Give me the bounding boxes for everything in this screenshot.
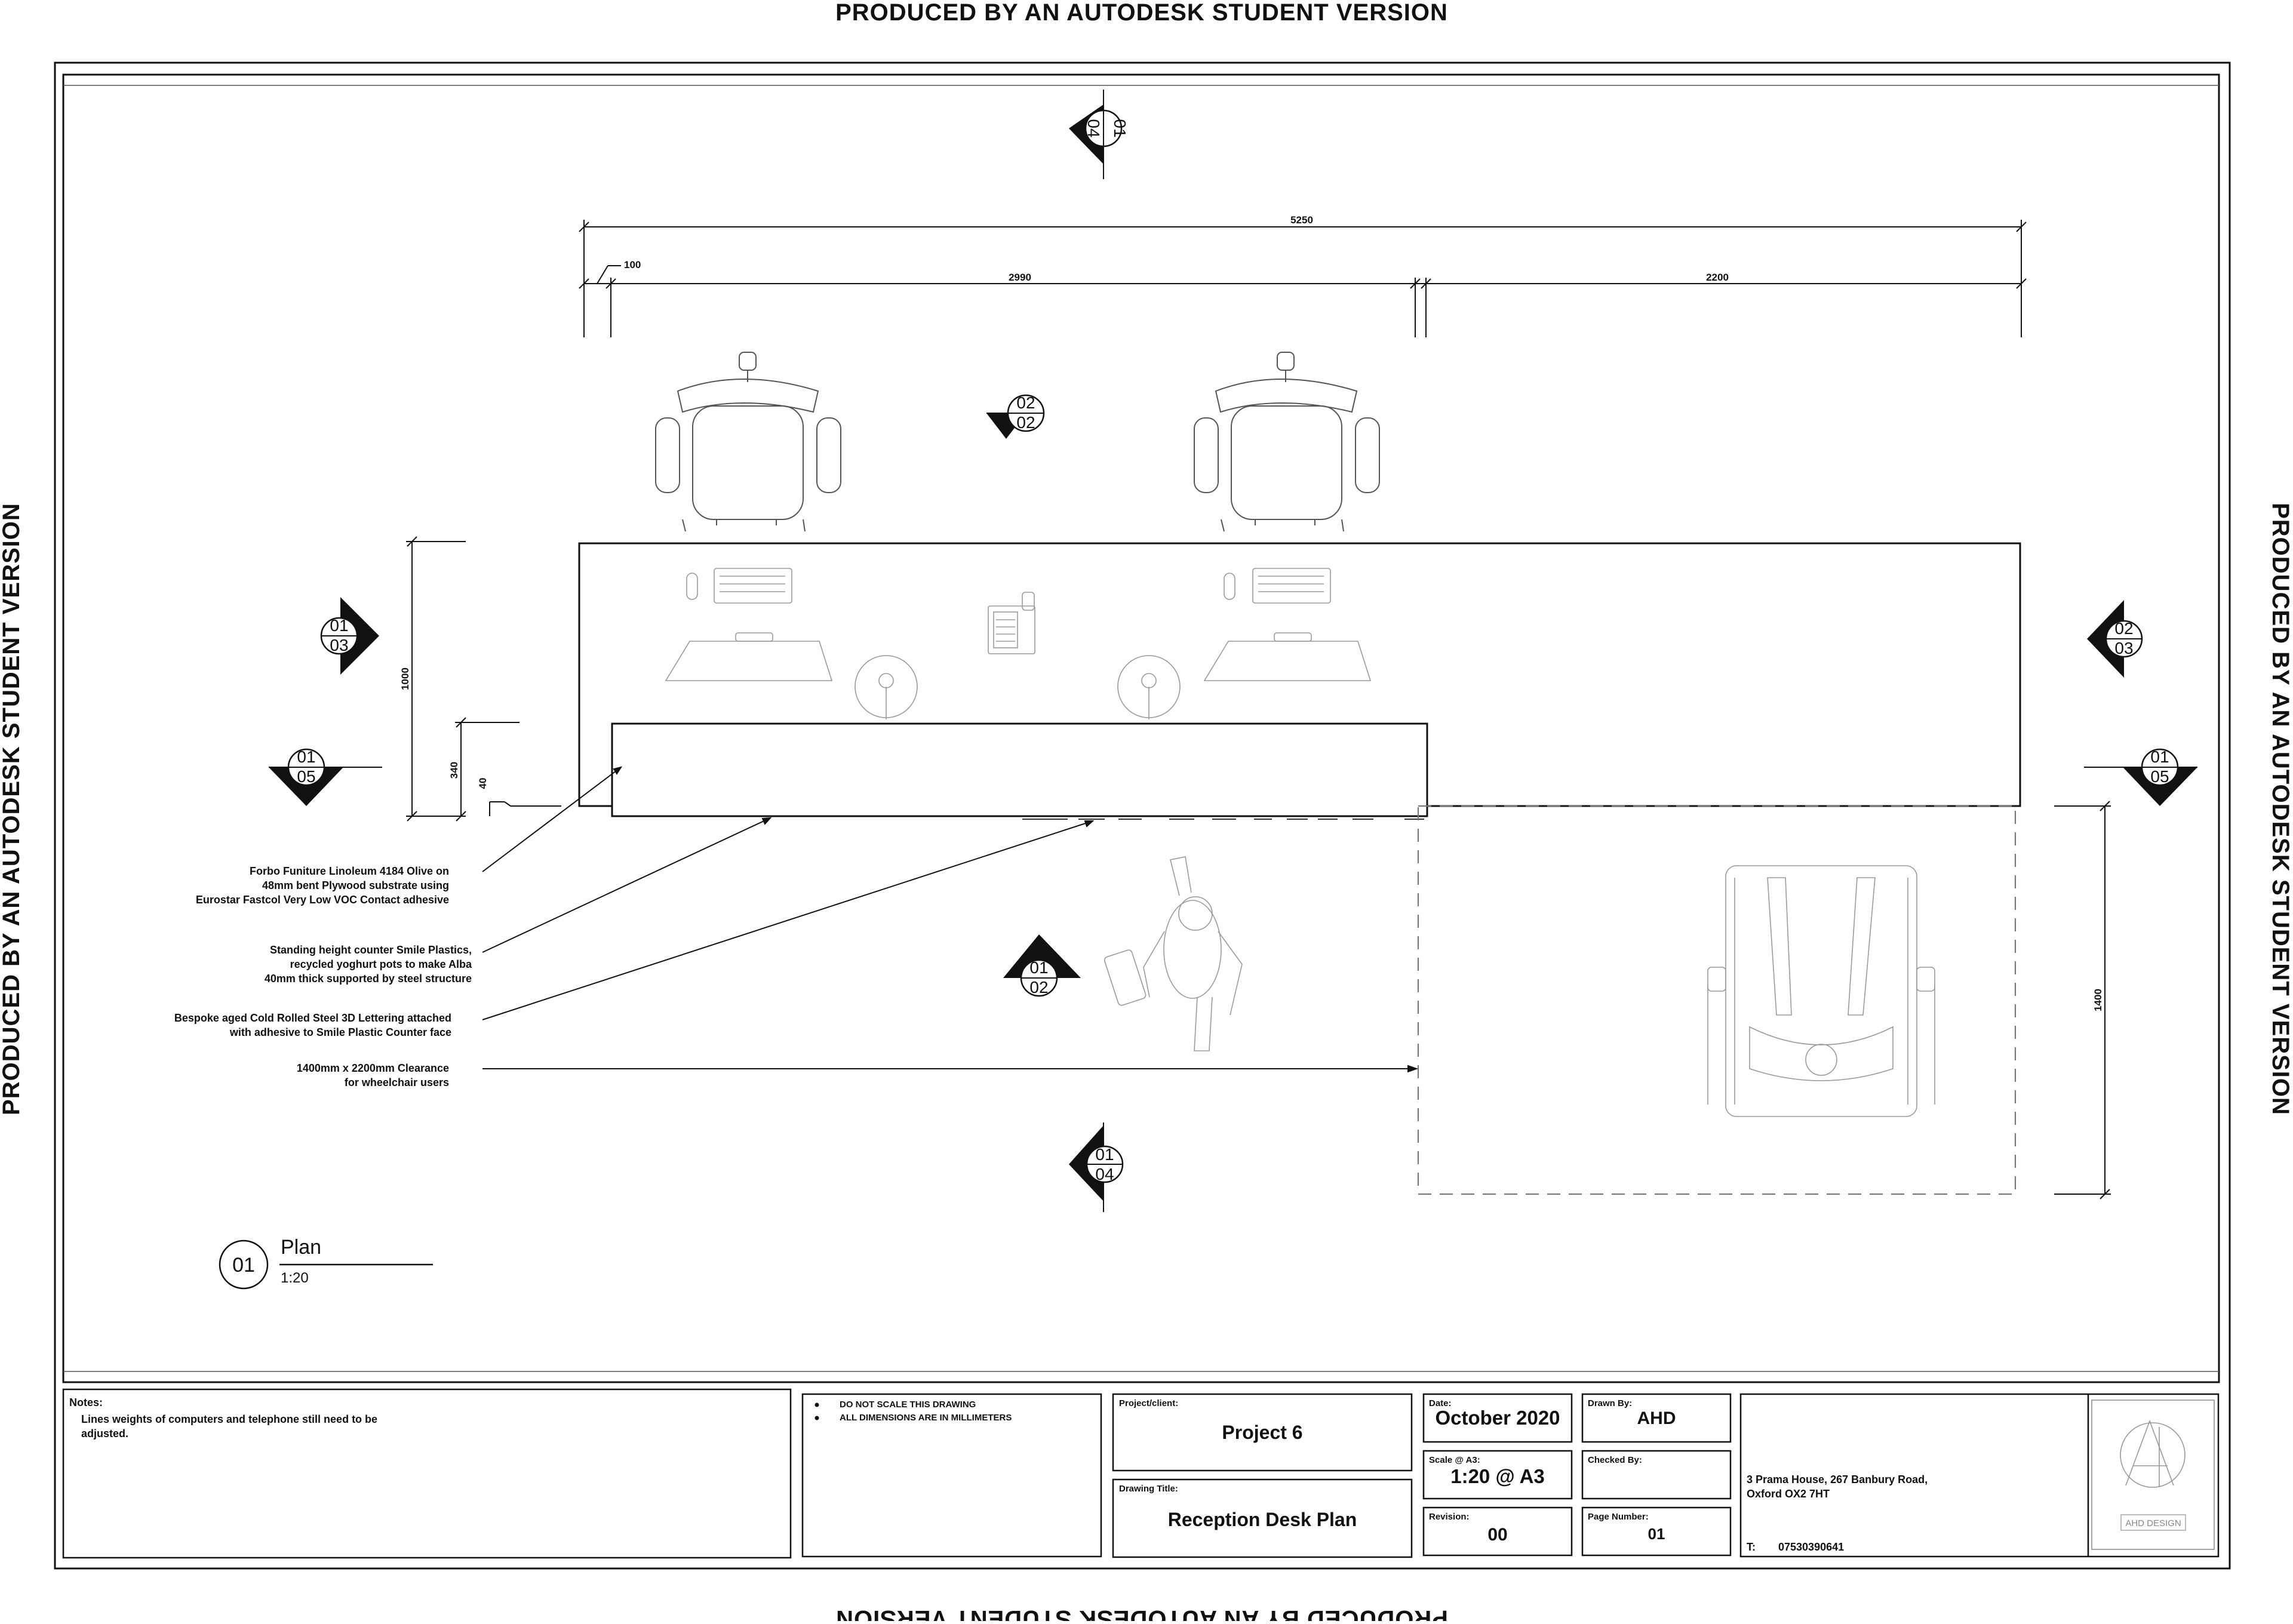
svg-text:01: 01: [330, 616, 348, 635]
svg-text:01: 01: [1029, 958, 1048, 977]
svg-text:1:20: 1:20: [281, 1270, 309, 1286]
drawing-title-value: Reception Desk Plan: [1168, 1509, 1357, 1530]
svg-text:48mm bent Plywood substrate us: 48mm bent Plywood substrate using: [262, 879, 449, 891]
address-line-1: 3 Prama House, 267 Banbury Road,: [1747, 1474, 1928, 1485]
office-chair-left: [655, 352, 841, 532]
section-marker-top: 01 04: [1069, 90, 1129, 179]
section-marker-bottom: 01 04: [1069, 1122, 1124, 1212]
dim-clearance-depth: 1400: [2092, 989, 2104, 1011]
scale-value: 1:20 @ A3: [1450, 1465, 1545, 1487]
drawn-by-label: Drawn By:: [1588, 1398, 1632, 1408]
svg-text:02: 02: [1016, 393, 1035, 412]
dim-right-span: 2200: [1706, 272, 1729, 283]
wheelchair-user-figure: [1707, 865, 1935, 1117]
svg-text:40mm thick supported by steel: 40mm thick supported by steel structure: [265, 973, 472, 985]
office-chair-right: [1194, 352, 1380, 532]
dim-overall: 5250: [1290, 214, 1313, 226]
workstation-right: [1117, 568, 1372, 719]
svg-text:Eurostar Fastcol Very Low VOC: Eurostar Fastcol Very Low VOC Contact ad…: [196, 894, 449, 906]
svg-text:1400mm x 2200mm Clearance: 1400mm x 2200mm Clearance: [297, 1062, 449, 1074]
phone-value: 07530390641: [1778, 1541, 1844, 1553]
outer-border: [54, 61, 2231, 1570]
svg-text:recycled yoghurt pots to make: recycled yoghurt pots to make Alba: [290, 958, 472, 970]
annotation-wheelchair-clearance: 1400mm x 2200mm Clearance for wheelchair…: [297, 1062, 449, 1088]
notes-line-1: Lines weights of computers and telephone…: [81, 1413, 377, 1425]
project-value: Project 6: [1222, 1422, 1302, 1443]
page-number-label: Page Number:: [1588, 1512, 1649, 1522]
title-block: [62, 1388, 2220, 1559]
svg-text:05: 05: [297, 767, 315, 786]
svg-text:for wheelchair users: for wheelchair users: [345, 1076, 449, 1088]
standing-person-figure: [1104, 856, 1243, 1051]
inner-border: [62, 73, 2220, 1383]
notes-line-2: adjusted.: [81, 1428, 128, 1440]
watermark-left: PRODUCED BY AN AUTODESK STUDENT VERSION: [0, 503, 24, 1115]
section-marker-left-lower: 01 05: [269, 748, 382, 806]
svg-text:01: 01: [1095, 1145, 1114, 1164]
svg-text:05: 05: [2150, 767, 2169, 786]
wheelchair-clearance-zone: [1417, 805, 2017, 1195]
checked-by-label: Checked By:: [1588, 1455, 1642, 1465]
standing-counter: [611, 722, 1428, 817]
address-line-2: Oxford OX2 7HT: [1747, 1488, 1830, 1500]
svg-text:02: 02: [1016, 413, 1035, 432]
page-number-value: 01: [1648, 1525, 1665, 1543]
project-label: Project/client:: [1119, 1398, 1178, 1408]
logo-caption: AHD DESIGN: [2125, 1518, 2181, 1528]
svg-text:02: 02: [1029, 978, 1048, 996]
date-label: Date:: [1429, 1398, 1452, 1408]
date-value: October 2020: [1435, 1407, 1560, 1429]
bullet-dimensions: ALL DIMENSIONS ARE IN MILLIMETERS: [840, 1413, 1012, 1423]
dim-counter-overhang: 40: [477, 778, 488, 789]
view-title: 01 Plan 1:20: [219, 1236, 433, 1290]
phone-label: T:: [1747, 1541, 1756, 1553]
scale-label: Scale @ A3:: [1429, 1455, 1480, 1465]
annotation-steel-lettering: Bespoke aged Cold Rolled Steel 3D Letter…: [174, 1012, 451, 1038]
svg-text:01: 01: [1111, 119, 1129, 137]
revision-label: Revision:: [1429, 1512, 1470, 1522]
svg-text:Bespoke aged Cold Rolled Steel: Bespoke aged Cold Rolled Steel 3D Letter…: [174, 1012, 451, 1024]
bullet-no-scale: DO NOT SCALE THIS DRAWING: [840, 1400, 976, 1410]
telephone: [988, 592, 1035, 654]
svg-text:04: 04: [1084, 119, 1103, 137]
watermark-bottom: PRODUCED BY AN AUTODESK STUDENT VERSION: [835, 1605, 1448, 1621]
annotation-material-linoleum: Forbo Funiture Linoleum 4184 Olive on 48…: [196, 865, 449, 906]
drawn-by-value: AHD: [1637, 1408, 1676, 1428]
annotation-leaders: [482, 766, 1418, 1073]
revision-value: 00: [1487, 1525, 1507, 1545]
svg-text:01: 01: [297, 748, 315, 766]
section-marker-inner-top: 02 02: [986, 393, 1045, 439]
svg-text:03: 03: [2114, 639, 2133, 657]
dimension-lines: [406, 220, 2111, 1199]
section-marker-left-upper: 01 03: [320, 597, 379, 675]
ahd-logo-icon: [2120, 1419, 2186, 1531]
dim-offset: 100: [624, 259, 641, 270]
svg-text:Standing height counter Smile: Standing height counter Smile Plastics,: [270, 944, 472, 956]
annotation-counter-material: Standing height counter Smile Plastics, …: [265, 944, 472, 985]
drawing-title-label: Drawing Title:: [1119, 1484, 1178, 1494]
dim-counter-depth: 340: [448, 762, 460, 779]
dim-left-span: 2990: [1009, 272, 1031, 283]
svg-text:Plan: Plan: [281, 1236, 321, 1259]
watermark-top: PRODUCED BY AN AUTODESK STUDENT VERSION: [835, 0, 1448, 26]
svg-text:01: 01: [2150, 748, 2169, 766]
svg-text:01: 01: [232, 1254, 255, 1277]
notes-label: Notes:: [69, 1397, 103, 1408]
section-marker-right-upper: 02 03: [2087, 600, 2143, 678]
section-marker-right-lower: 01 05: [2084, 748, 2197, 806]
svg-text:03: 03: [330, 636, 348, 654]
svg-text:Forbo Funiture Linoleum 4184 O: Forbo Funiture Linoleum 4184 Olive on: [250, 865, 449, 877]
dim-desk-depth: 1000: [399, 668, 411, 690]
workstation-left: [665, 568, 918, 719]
svg-text:with adhesive to Smile Plastic: with adhesive to Smile Plastic Counter f…: [229, 1026, 451, 1038]
svg-text:02: 02: [2114, 619, 2133, 638]
section-marker-inner-bottom: 01 02: [1003, 934, 1081, 997]
watermark-right: PRODUCED BY AN AUTODESK STUDENT VERSION: [2267, 503, 2293, 1115]
svg-text:04: 04: [1095, 1165, 1114, 1183]
